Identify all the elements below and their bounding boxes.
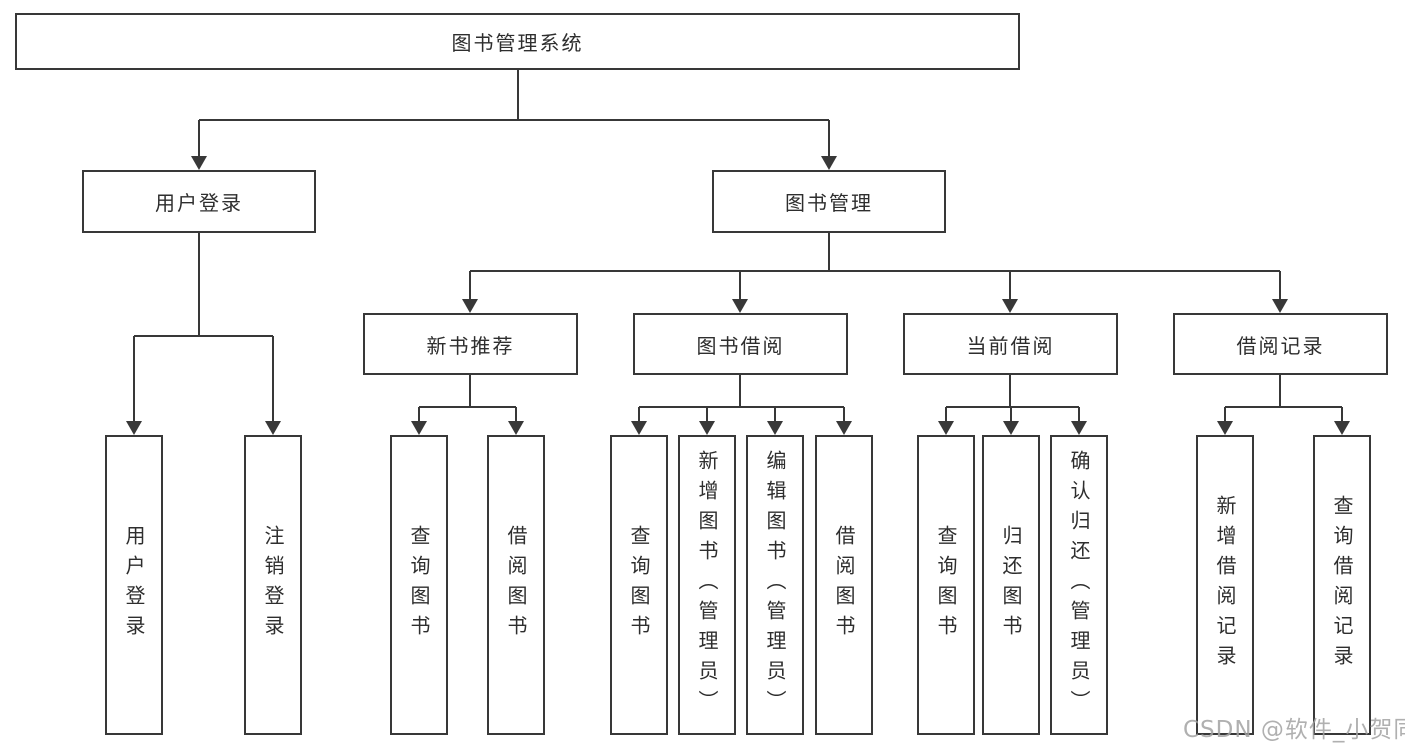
- leaf-add-borrow-record: 新增借阅记录: [1196, 435, 1254, 735]
- connector-book-borrowing-to-leaves: [631, 375, 852, 435]
- node-book-borrowing: 图书借阅: [633, 313, 848, 375]
- connector-user-login-to-leaves: [126, 233, 281, 435]
- csdn-watermark: CSDN @软件_小贺同学: [1183, 717, 1405, 743]
- arrowhead: [1272, 299, 1288, 313]
- node-root-system: 图书管理系统: [15, 13, 1020, 70]
- arrowhead: [836, 421, 852, 435]
- arrowhead: [462, 299, 478, 313]
- arrowhead: [699, 421, 715, 435]
- connector-new-book-to-leaves: [411, 375, 524, 435]
- arrowhead: [767, 421, 783, 435]
- node-new-book-recommendation: 新书推荐: [363, 313, 578, 375]
- arrowhead: [1217, 421, 1233, 435]
- connector-root-to-level2: [191, 70, 837, 170]
- arrowhead: [1334, 421, 1350, 435]
- arrowhead: [126, 421, 142, 435]
- leaf-query-books-current: 查询图书: [917, 435, 975, 735]
- leaf-borrow-books-recommend: 借阅图书: [487, 435, 545, 735]
- arrowhead: [411, 421, 427, 435]
- node-user-login: 用户登录: [82, 170, 316, 233]
- leaf-edit-books-admin: 编辑图书（管理员）: [746, 435, 804, 735]
- arrowhead: [938, 421, 954, 435]
- leaf-query-books-borrowing: 查询图书: [610, 435, 668, 735]
- arrowhead: [821, 156, 837, 170]
- arrowhead: [732, 299, 748, 313]
- leaf-user-login: 用户登录: [105, 435, 163, 735]
- leaf-logout: 注销登录: [244, 435, 302, 735]
- node-book-management: 图书管理: [712, 170, 946, 233]
- leaf-borrow-books-borrowing: 借阅图书: [815, 435, 873, 735]
- arrowhead: [265, 421, 281, 435]
- leaf-add-books-admin: 新增图书（管理员）: [678, 435, 736, 735]
- connector-book-management-to-level3: [462, 233, 1288, 313]
- leaf-confirm-return-admin: 确认归还（管理员）: [1050, 435, 1108, 735]
- arrowhead: [1003, 421, 1019, 435]
- arrowhead: [508, 421, 524, 435]
- arrowhead: [1071, 421, 1087, 435]
- leaf-return-books: 归还图书: [982, 435, 1040, 735]
- arrowhead: [631, 421, 647, 435]
- node-current-borrowing: 当前借阅: [903, 313, 1118, 375]
- connector-borrowing-records-to-leaves: [1217, 375, 1350, 435]
- leaf-query-borrow-record: 查询借阅记录: [1313, 435, 1371, 735]
- connector-current-borrowing-to-leaves: [938, 375, 1087, 435]
- arrowhead: [191, 156, 207, 170]
- leaf-query-books-recommend: 查询图书: [390, 435, 448, 735]
- arrowhead: [1002, 299, 1018, 313]
- node-borrowing-records: 借阅记录: [1173, 313, 1388, 375]
